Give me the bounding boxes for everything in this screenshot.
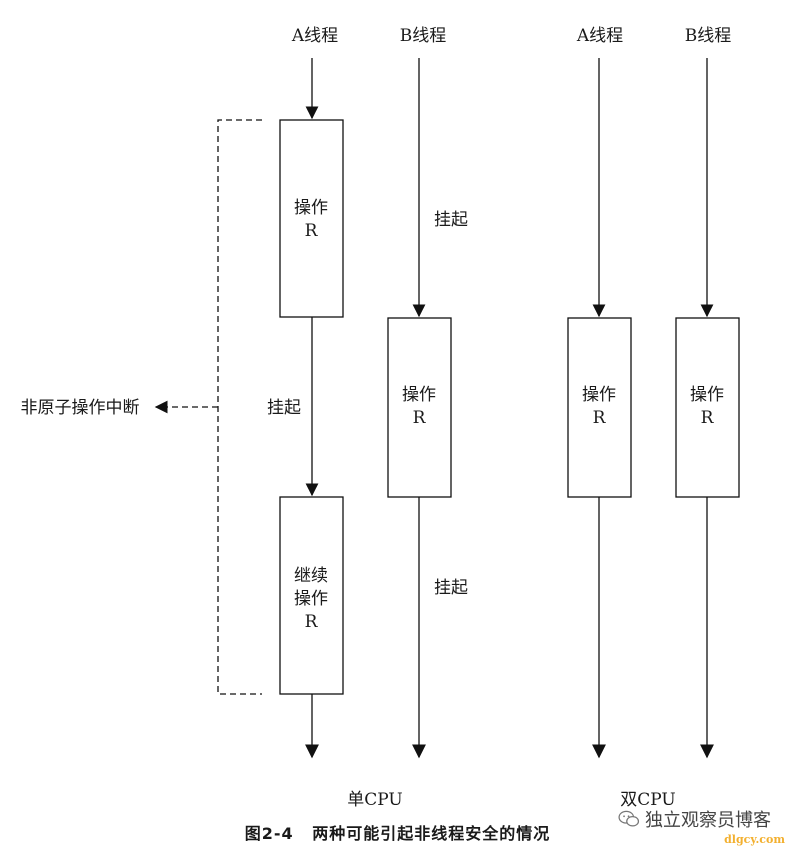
dual-thread-a-op-line2: R	[593, 408, 607, 428]
watermark-text: 独立观察员博客	[645, 810, 771, 831]
dual-thread-a-label: A线程	[576, 26, 623, 46]
thread-b-label: B线程	[400, 26, 447, 46]
dual-thread-a-op-line1: 操作	[582, 385, 616, 405]
thread-a-continue-line1: 继续	[294, 566, 328, 586]
thread-a-op-line2: R	[305, 221, 319, 241]
thread-a-operation-box	[279, 119, 344, 318]
wechat-icon	[618, 810, 640, 827]
dual-thread-b-op-line1: 操作	[690, 385, 724, 405]
thread-a-continue-line2: 操作	[294, 589, 328, 609]
watermark-site: dlgcy.com	[724, 833, 785, 846]
thread-a-suspend-label: 挂起	[267, 398, 301, 418]
figure-number: 图2-4	[244, 824, 294, 843]
thread-b-suspend-top-label: 挂起	[434, 210, 468, 230]
non-atomic-label: 非原子操作中断	[21, 398, 140, 418]
figure-title: 两种可能引起非线程安全的情况	[312, 824, 551, 843]
non-atomic-bracket	[217, 119, 262, 695]
thread-b-op-line2: R	[413, 408, 427, 428]
thread-a-continue-line3: R	[305, 612, 319, 632]
dual-cpu-label: 双CPU	[620, 790, 675, 810]
thread-a-label: A线程	[291, 26, 338, 46]
watermark: 独立观察员博客	[618, 806, 771, 832]
thread-b-op-line1: 操作	[402, 385, 436, 405]
dual-thread-a-operation-box	[567, 317, 632, 498]
dual-thread-b-op-line2: R	[701, 408, 715, 428]
thread-a-op-line1: 操作	[294, 198, 328, 218]
dual-thread-b-label: B线程	[685, 26, 732, 46]
single-cpu-label: 单CPU	[347, 790, 402, 810]
thread-b-suspend-bottom-label: 挂起	[434, 578, 468, 598]
thread-a-continue-box	[279, 496, 344, 695]
figure-caption: 图2-4 两种可能引起非线程安全的情况	[0, 820, 795, 844]
